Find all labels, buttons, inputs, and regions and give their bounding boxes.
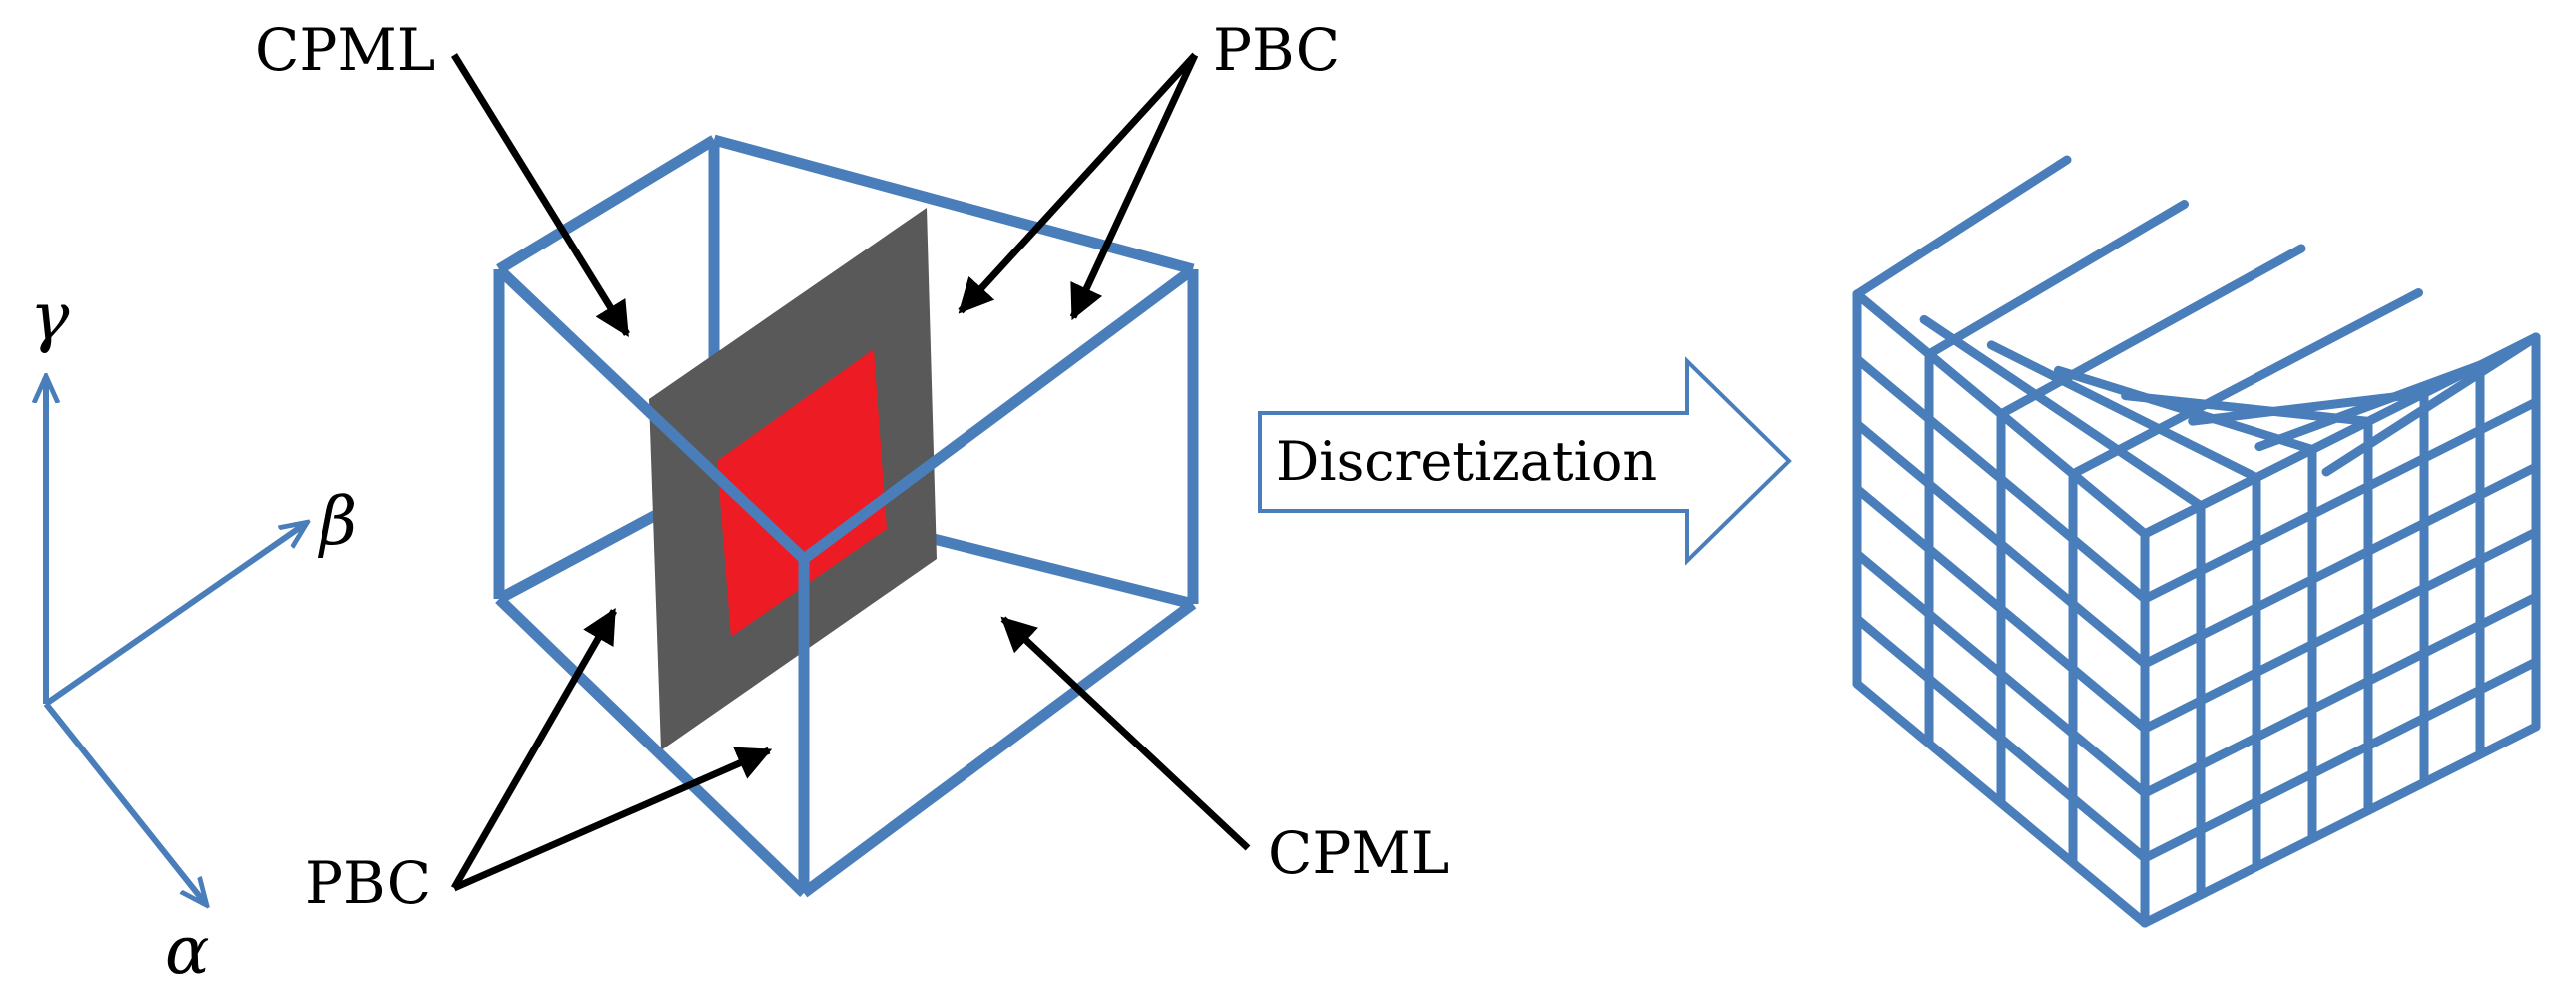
grid-right-face-horizontal-23 <box>2140 527 2541 734</box>
discretization-label: Discretization <box>1276 430 1657 493</box>
grid-right-face-horizontal-24 <box>2140 592 2541 798</box>
discretization-arrow-shape <box>1258 356 1792 566</box>
grid-right-face-horizontal-26 <box>2140 722 2541 928</box>
simulation-box <box>493 134 1199 898</box>
arrow-cpml-bottom <box>1000 616 1251 851</box>
gamma-label: γ <box>30 278 70 355</box>
arrow-pbc-bottom-upper <box>450 607 618 890</box>
grid-top-line-b-36 <box>2068 288 2423 479</box>
region-labels: CPML PBC PBC CPML <box>255 16 1449 917</box>
grid-top-line-a-29 <box>1986 340 2261 483</box>
grid-top-line-b-38 <box>1924 200 2189 359</box>
grid-left-face-horizontal-7 <box>1852 419 2150 669</box>
alpha-axis <box>43 702 205 903</box>
box-bottom-front-left <box>495 595 808 897</box>
arrow-pbc-top-left <box>958 52 1198 314</box>
grid-left-face-horizontal-9 <box>1852 549 2150 798</box>
discretized-grid-cube <box>1852 155 2541 928</box>
red-core <box>717 349 887 637</box>
box-top-front-left <box>495 265 808 563</box>
arrow-cpml-top <box>451 53 630 337</box>
grid-left-face-horizontal-10 <box>1852 614 2150 863</box>
grid-left-face-horizontal-8 <box>1852 484 2150 734</box>
arrow-pbc-top-right <box>1069 53 1199 321</box>
box-back-edge-right <box>712 134 1195 275</box>
discretization-arrow: Discretization <box>1258 356 1792 566</box>
coordinate-axes: γ β α <box>30 278 357 989</box>
grid-top-line-a-28 <box>1919 314 2206 511</box>
grid-right-face-horizontal-25 <box>2140 657 2541 863</box>
grid-top-line-b-35 <box>2140 332 2541 539</box>
grid-right-face-horizontal-22 <box>2140 462 2541 669</box>
pbc-label-bottom: PBC <box>305 849 431 917</box>
grid-top-line-b-39 <box>1852 155 2072 299</box>
grid-left-face-horizontal-11 <box>1852 679 2150 928</box>
pbc-label-top: PBC <box>1213 16 1340 84</box>
box-bottom-front-right <box>800 599 1197 898</box>
alpha-label: α <box>165 912 210 989</box>
grid-left-face-horizontal-6 <box>1852 354 2150 604</box>
cpml-label-top: CPML <box>255 16 435 84</box>
grid-top-line-b-37 <box>1996 244 2306 419</box>
box-top-front-right <box>800 264 1197 564</box>
cpml-label-bottom: CPML <box>1268 819 1449 887</box>
box-back-edge-left <box>496 135 717 274</box>
beta-axis <box>44 524 305 707</box>
arrow-pbc-bottom-lower <box>452 747 773 892</box>
beta-label: β <box>317 483 357 560</box>
pointer-arrows <box>450 52 1251 892</box>
grid-right-face-horizontal-21 <box>2140 397 2541 604</box>
